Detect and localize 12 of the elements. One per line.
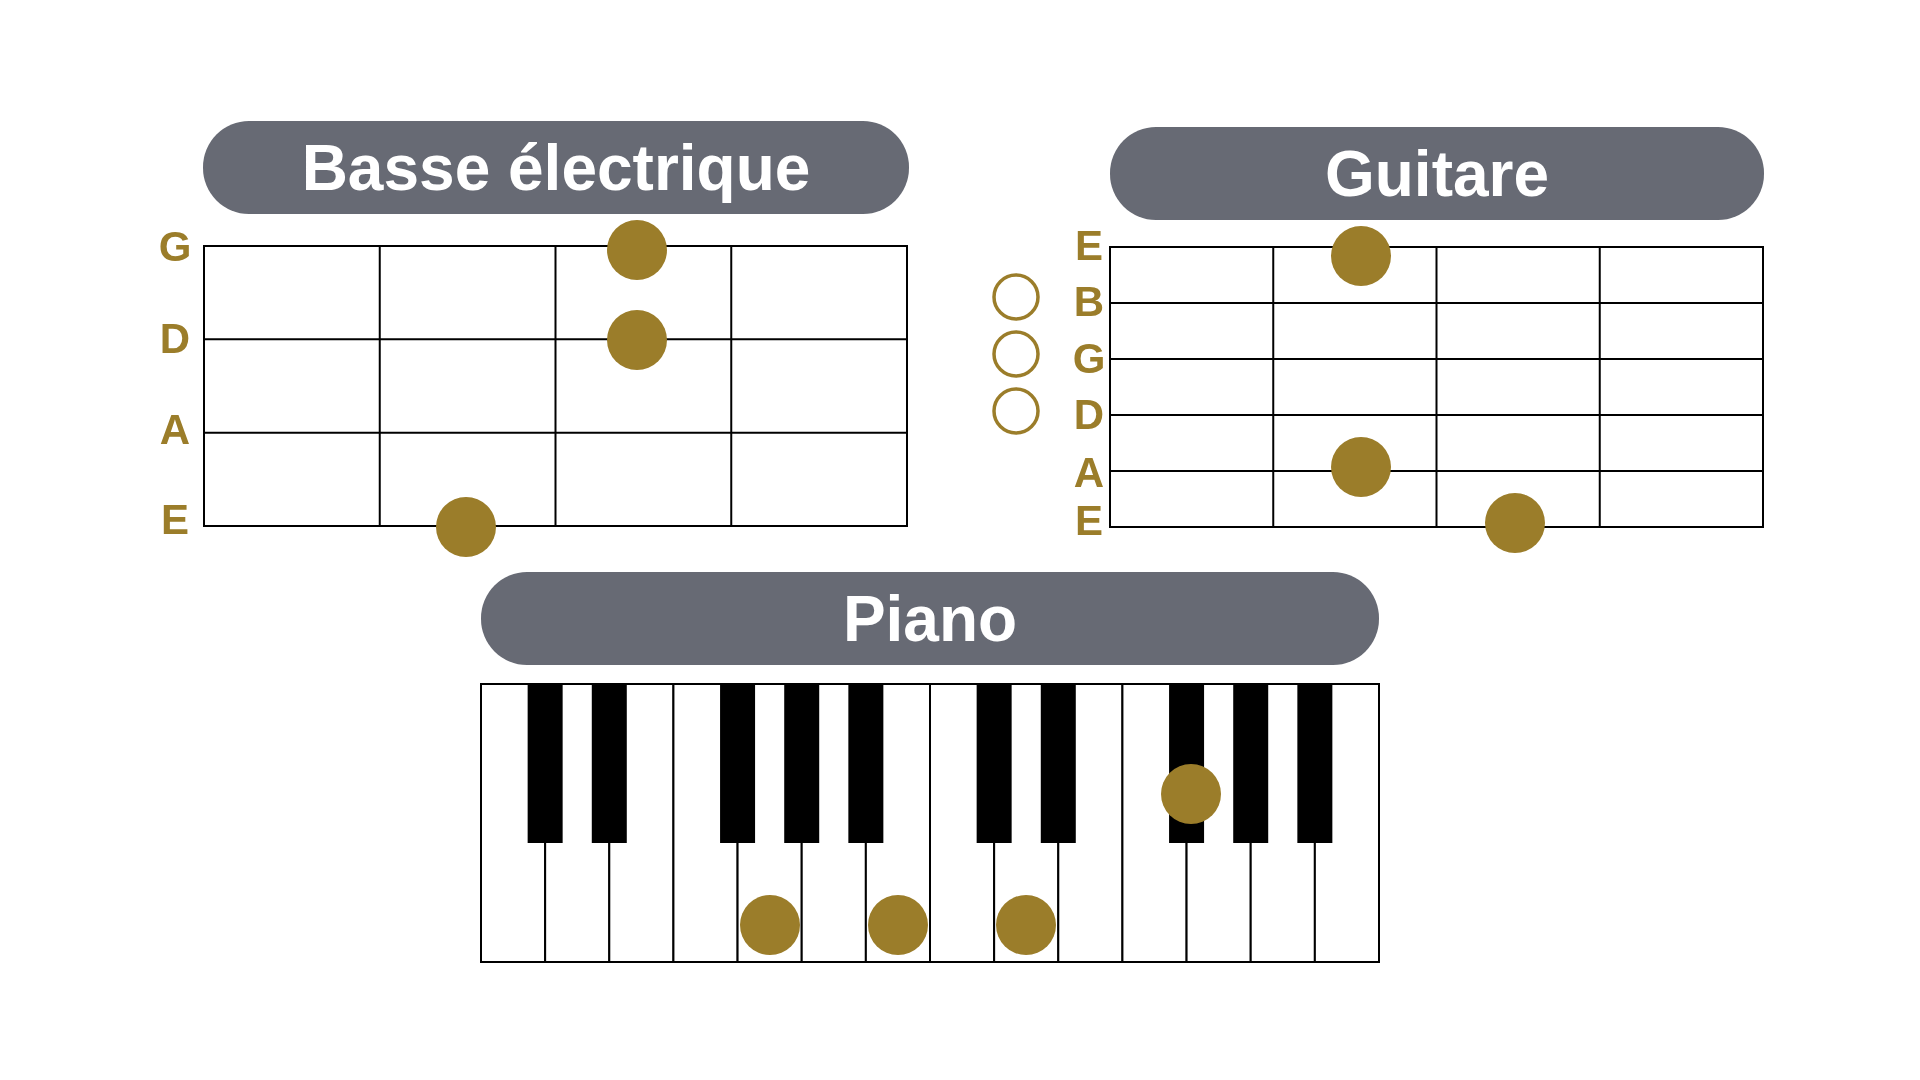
- string-label: E: [161, 499, 189, 541]
- instrument-title: Guitare: [1324, 141, 1550, 206]
- instrument-title: Piano: [842, 586, 1018, 651]
- string-label: G: [1072, 338, 1106, 380]
- string-label: E: [1075, 500, 1103, 542]
- string-label: D: [1073, 394, 1105, 436]
- string-label: E: [1075, 225, 1103, 267]
- string-label: B: [1073, 281, 1105, 323]
- string-label: A: [159, 409, 191, 451]
- string-label: A: [1073, 452, 1105, 494]
- string-label: G: [158, 226, 192, 268]
- string-label: D: [159, 318, 191, 360]
